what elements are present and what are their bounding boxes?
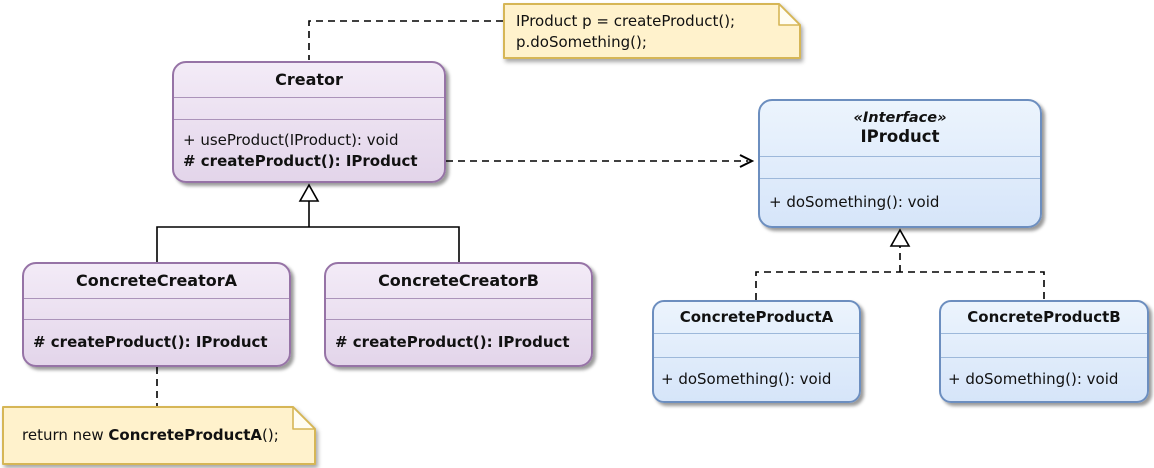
note-shape [503, 3, 801, 59]
note-top-text: IProduct p = createProduct(); p.doSometh… [516, 11, 735, 53]
note-text-prefix: return new [22, 426, 109, 444]
note-text-suffix: (); [262, 426, 279, 444]
class-attributes-section [941, 334, 1147, 358]
class-methods-section: # createProduct(): IProduct [326, 320, 591, 365]
note-top: IProduct p = createProduct(); p.doSometh… [503, 3, 802, 60]
top-note-connector [308, 20, 503, 60]
class-methods-section: + doSomething(): void [941, 358, 1147, 401]
inheritance-triangle-icon [298, 183, 320, 202]
class-attributes-section [654, 334, 859, 358]
class-methods-section: + doSomething(): void [760, 179, 1040, 226]
class-box-concrete-creator-b: ConcreteCreatorB # createProduct(): IPro… [324, 262, 593, 367]
method-label: + doSomething(): void [948, 370, 1119, 388]
class-methods-section: + doSomething(): void [654, 358, 859, 401]
class-title: ConcreteCreatorA [24, 264, 289, 299]
class-box-concrete-product-b: ConcreteProductB + doSomething(): void [939, 300, 1149, 403]
class-title: ConcreteCreatorB [326, 264, 591, 299]
note-fold-corner-icon [292, 406, 316, 430]
method-label: + useProduct(IProduct): void [183, 130, 399, 149]
class-box-concrete-product-a: ConcreteProductA + doSomething(): void [652, 300, 861, 403]
interface-stereotype: «Interface» [853, 110, 947, 127]
note-line: IProduct p = createProduct(); [516, 12, 736, 30]
class-title: Creator [174, 63, 444, 98]
class-title: «Interface» IProduct [760, 101, 1040, 157]
realization-triangle-icon [889, 228, 911, 247]
class-attributes-section [174, 98, 444, 120]
class-box-iproduct: «Interface» IProduct + doSomething(): vo… [758, 99, 1042, 228]
open-arrowhead-icon [739, 154, 755, 168]
class-box-concrete-creator-a: ConcreteCreatorA # createProduct(): IPro… [22, 262, 291, 367]
note-shape [2, 406, 316, 465]
class-title: ConcreteProductB [941, 302, 1147, 334]
note-bottom-text: return new ConcreteProductA(); [22, 425, 279, 446]
note-line: p.doSomething(); [516, 33, 647, 51]
method-label: # createProduct(): IProduct [183, 151, 418, 170]
realization-connector [755, 271, 1045, 300]
interface-name: IProduct [860, 127, 940, 147]
method-label: # createProduct(): IProduct [33, 333, 268, 351]
class-methods-section: # createProduct(): IProduct [24, 320, 289, 365]
class-title: ConcreteProductA [654, 302, 859, 334]
method-label: + doSomething(): void [661, 370, 832, 388]
class-methods-section: + useProduct(IProduct): void # createPro… [174, 120, 444, 181]
class-attributes-section [760, 157, 1040, 179]
inheritance-connector [156, 226, 460, 262]
method-label: + doSomething(): void [769, 193, 940, 211]
method-label: # createProduct(): IProduct [335, 333, 570, 351]
note-text-class-name: ConcreteProductA [108, 426, 262, 444]
class-box-creator: Creator + useProduct(IProduct): void # c… [172, 61, 446, 183]
class-attributes-section [326, 299, 591, 320]
class-attributes-section [24, 299, 289, 320]
note-fold-corner-icon [778, 3, 801, 26]
note-bottom: return new ConcreteProductA(); [2, 406, 317, 466]
